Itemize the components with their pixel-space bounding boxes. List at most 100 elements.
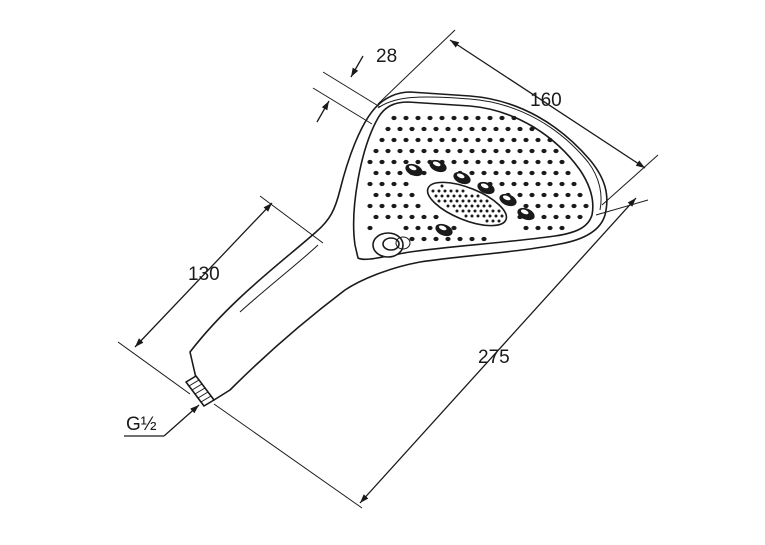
nozzle: [505, 170, 511, 176]
nozzle: [577, 214, 583, 220]
nozzle: [553, 148, 559, 154]
nozzle: [499, 181, 505, 187]
dim-label-275: 275: [478, 347, 510, 368]
massage-nozzle: [455, 199, 459, 203]
nozzle: [547, 159, 553, 165]
massage-nozzle: [461, 189, 465, 193]
nozzle: [445, 148, 451, 154]
massage-nozzle: [458, 204, 462, 208]
nozzle: [481, 236, 487, 242]
nozzle: [451, 115, 457, 121]
thread-connector: [185, 375, 215, 407]
jet-highlight: [432, 161, 441, 167]
massage-nozzle: [488, 204, 492, 208]
massage-nozzle: [497, 219, 501, 223]
nozzle: [541, 192, 547, 198]
nozzle: [469, 170, 475, 176]
nozzle: [523, 203, 529, 209]
dimension-head-thickness: 28: [312, 46, 397, 125]
massage-nozzle: [464, 214, 468, 218]
nozzle: [559, 225, 565, 231]
jet-highlight: [480, 183, 489, 189]
nozzle: [427, 137, 433, 143]
massage-nozzle: [440, 184, 444, 188]
nozzle: [529, 192, 535, 198]
nozzle: [487, 115, 493, 121]
massage-nozzle: [452, 194, 456, 198]
nozzle: [367, 203, 373, 209]
nozzle: [403, 137, 409, 143]
nozzle: [379, 181, 385, 187]
nozzle: [403, 159, 409, 165]
massage-nozzle: [434, 194, 438, 198]
nozzle: [469, 148, 475, 154]
nozzle: [577, 192, 583, 198]
nozzle: [511, 181, 517, 187]
nozzle: [535, 203, 541, 209]
nozzle: [385, 126, 391, 132]
nozzle: [433, 214, 439, 220]
nozzle: [475, 137, 481, 143]
nozzle: [457, 236, 463, 242]
nozzle: [529, 148, 535, 154]
nozzle: [559, 159, 565, 165]
nozzle: [499, 115, 505, 121]
nozzle: [397, 170, 403, 176]
massage-nozzle: [476, 194, 480, 198]
massage-nozzle: [470, 214, 474, 218]
nozzle: [535, 159, 541, 165]
nozzle: [535, 137, 541, 143]
nozzle: [511, 115, 517, 121]
massage-nozzle: [485, 219, 489, 223]
massage-nozzle: [479, 209, 483, 213]
nozzle: [415, 115, 421, 121]
nozzle: [571, 181, 577, 187]
massage-nozzle: [500, 214, 504, 218]
nozzle: [403, 203, 409, 209]
nozzle: [373, 148, 379, 154]
nozzle: [397, 148, 403, 154]
nozzle: [523, 159, 529, 165]
nozzle: [565, 192, 571, 198]
nozzle: [457, 148, 463, 154]
nozzle: [583, 203, 589, 209]
nozzle: [403, 225, 409, 231]
nozzle: [559, 181, 565, 187]
massage-nozzle: [476, 214, 480, 218]
nozzle: [547, 203, 553, 209]
nozzle: [457, 126, 463, 132]
shower-body: [185, 91, 608, 407]
nozzle: [559, 203, 565, 209]
thread-label: G½: [126, 414, 157, 435]
nozzle: [451, 159, 457, 165]
nozzle: [379, 159, 385, 165]
massage-nozzle: [494, 214, 498, 218]
nozzle: [487, 159, 493, 165]
massage-nozzle: [464, 204, 468, 208]
nozzle: [451, 137, 457, 143]
nozzle: [523, 225, 529, 231]
massage-nozzle: [467, 199, 471, 203]
nozzle: [391, 115, 397, 121]
dim-label-160: 160: [530, 90, 562, 111]
nozzle: [517, 148, 523, 154]
nozzle: [553, 214, 559, 220]
massage-nozzle: [437, 189, 441, 193]
massage-nozzle: [482, 214, 486, 218]
massage-nozzle: [437, 199, 441, 203]
nozzle: [523, 137, 529, 143]
nozzle: [409, 148, 415, 154]
nozzle: [541, 214, 547, 220]
massage-nozzle: [467, 209, 471, 213]
nozzle: [481, 170, 487, 176]
massage-nozzle: [461, 209, 465, 213]
nozzle: [565, 170, 571, 176]
massage-nozzle: [446, 204, 450, 208]
nozzle: [427, 225, 433, 231]
massage-nozzle: [455, 209, 459, 213]
nozzle: [433, 148, 439, 154]
nozzle: [445, 126, 451, 132]
dim-label-28: 28: [376, 46, 397, 67]
nozzle: [469, 126, 475, 132]
nozzle: [553, 170, 559, 176]
